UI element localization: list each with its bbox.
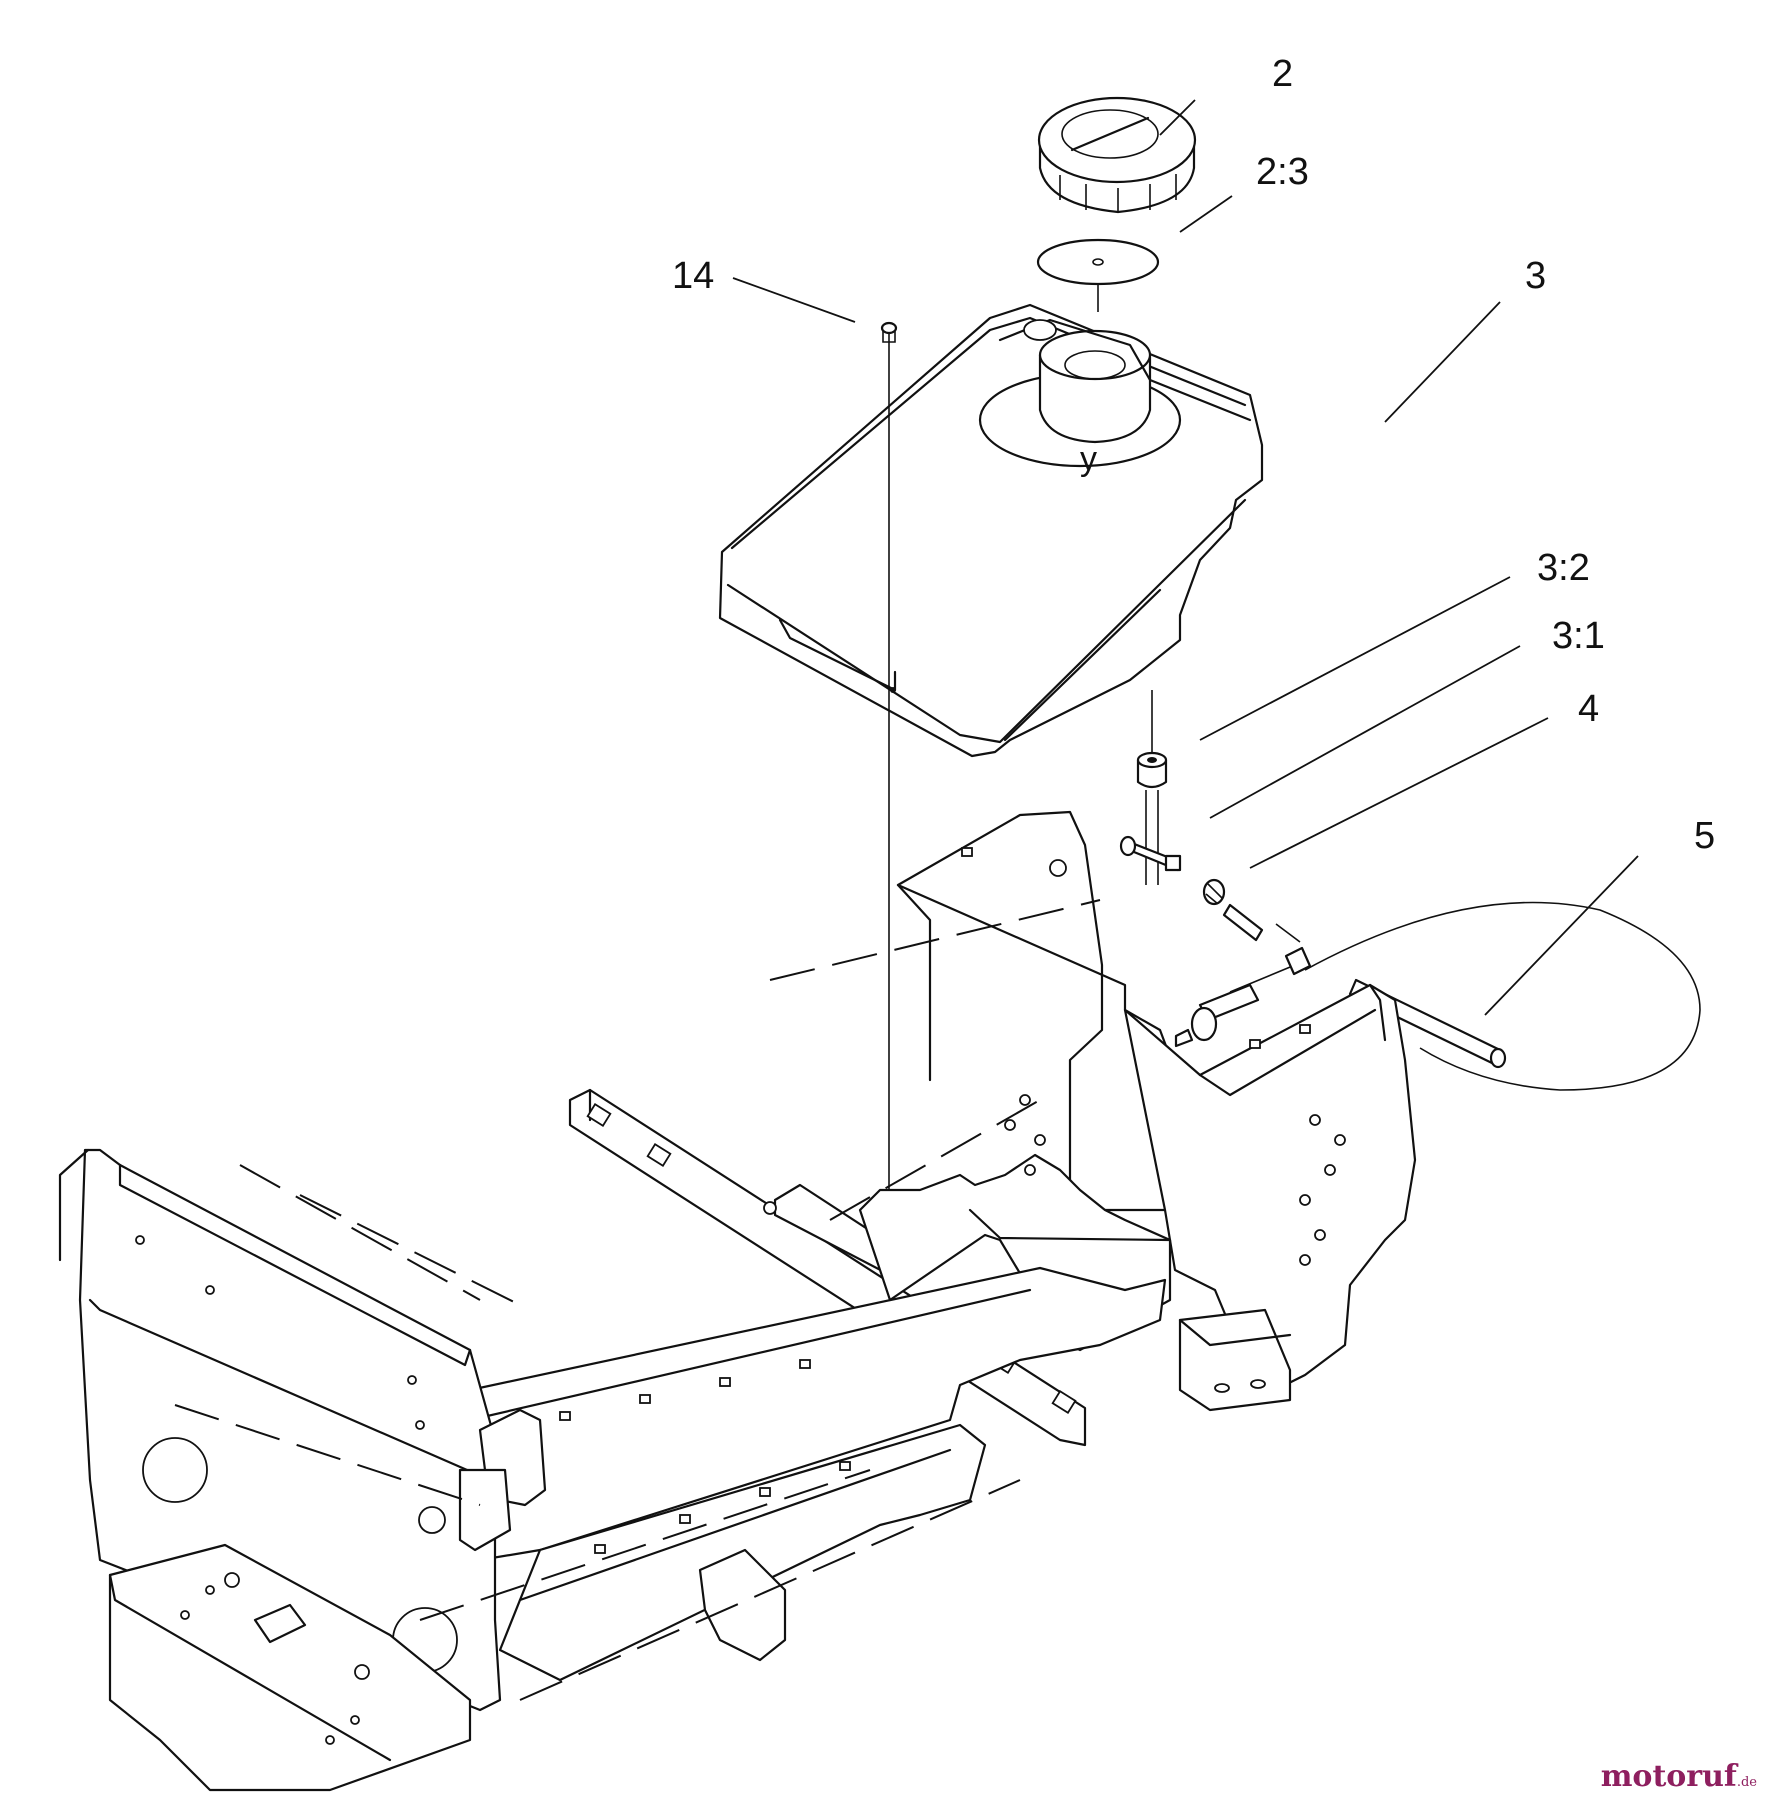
tractor-frame (58, 810, 1417, 1792)
leader-lines (732, 99, 1639, 1016)
callout-3: 3 (1525, 255, 1546, 297)
watermark-main: motoruf (1600, 1759, 1737, 1794)
callout-4: 4 (1578, 688, 1599, 730)
callout-3-2: 3:2 (1537, 547, 1590, 589)
leader-5 (1484, 855, 1639, 1016)
callout-2: 2 (1272, 53, 1293, 95)
leader-3-1 (1209, 645, 1521, 819)
callout-labels: 2 2:3 3 14 3:2 3:1 4 5 (672, 53, 1715, 857)
leader-3 (1384, 301, 1501, 423)
callout-2-3: 2:3 (1256, 151, 1309, 193)
watermark-logo: motoruf.de (1601, 1759, 1757, 1794)
leader-14 (732, 277, 856, 323)
grommet (1136, 751, 1168, 789)
hose-clamp (1202, 878, 1301, 943)
leader-2-3 (1179, 195, 1233, 233)
fuel-cap (1037, 96, 1197, 214)
fuel-outlet-valve (1119, 790, 1182, 885)
callout-14: 14 (672, 255, 714, 297)
leader-3-2 (1199, 576, 1511, 741)
leader-2 (1159, 99, 1196, 136)
callout-5: 5 (1694, 815, 1715, 857)
leader-4 (1249, 717, 1549, 869)
fuel-tank: y (718, 303, 1264, 758)
screw-14 (880, 321, 898, 343)
tank-marking: y (1080, 440, 1097, 478)
callout-3-1: 3:1 (1552, 615, 1605, 657)
cap-gasket (1036, 238, 1160, 286)
watermark-tld: .de (1736, 1775, 1757, 1790)
